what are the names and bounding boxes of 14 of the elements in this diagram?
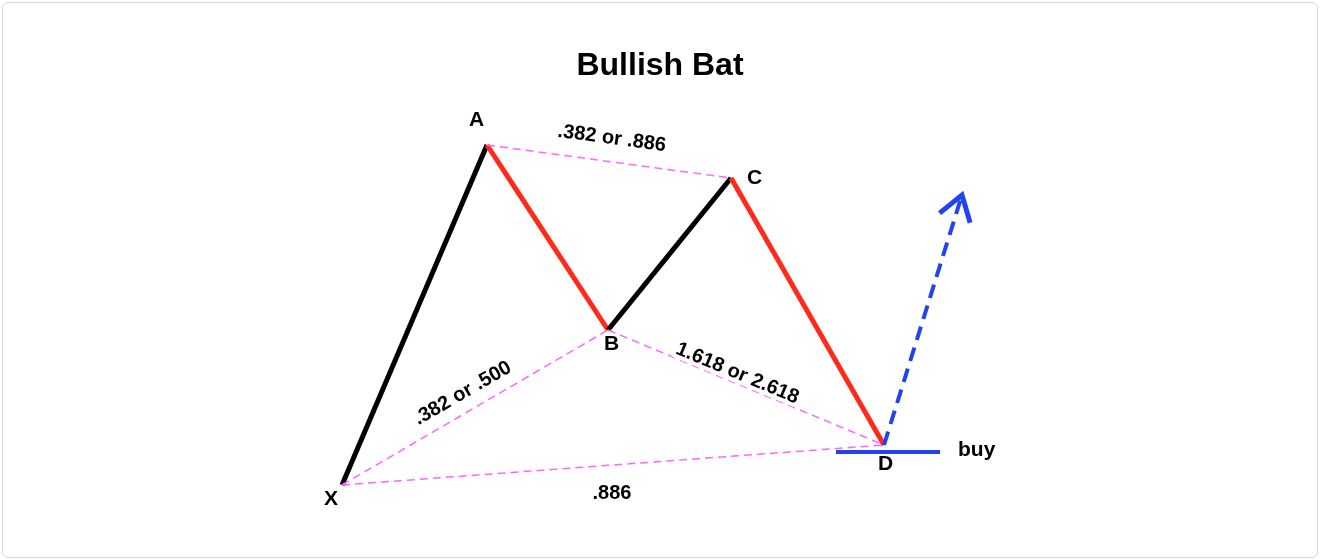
point-label: D — [878, 452, 894, 474]
point-label: A — [469, 108, 485, 130]
point-label: C — [747, 166, 763, 188]
point-label: X — [324, 487, 338, 509]
buy-label: buy — [958, 438, 996, 460]
arrow — [882, 192, 973, 446]
dashed-line — [341, 444, 885, 486]
line — [728, 176, 887, 447]
point-label: B — [604, 332, 620, 354]
line — [484, 143, 611, 332]
dashed-line — [341, 329, 609, 486]
line — [606, 176, 733, 332]
line — [339, 144, 490, 486]
diagram-title: Bullish Bat — [575, 45, 745, 84]
